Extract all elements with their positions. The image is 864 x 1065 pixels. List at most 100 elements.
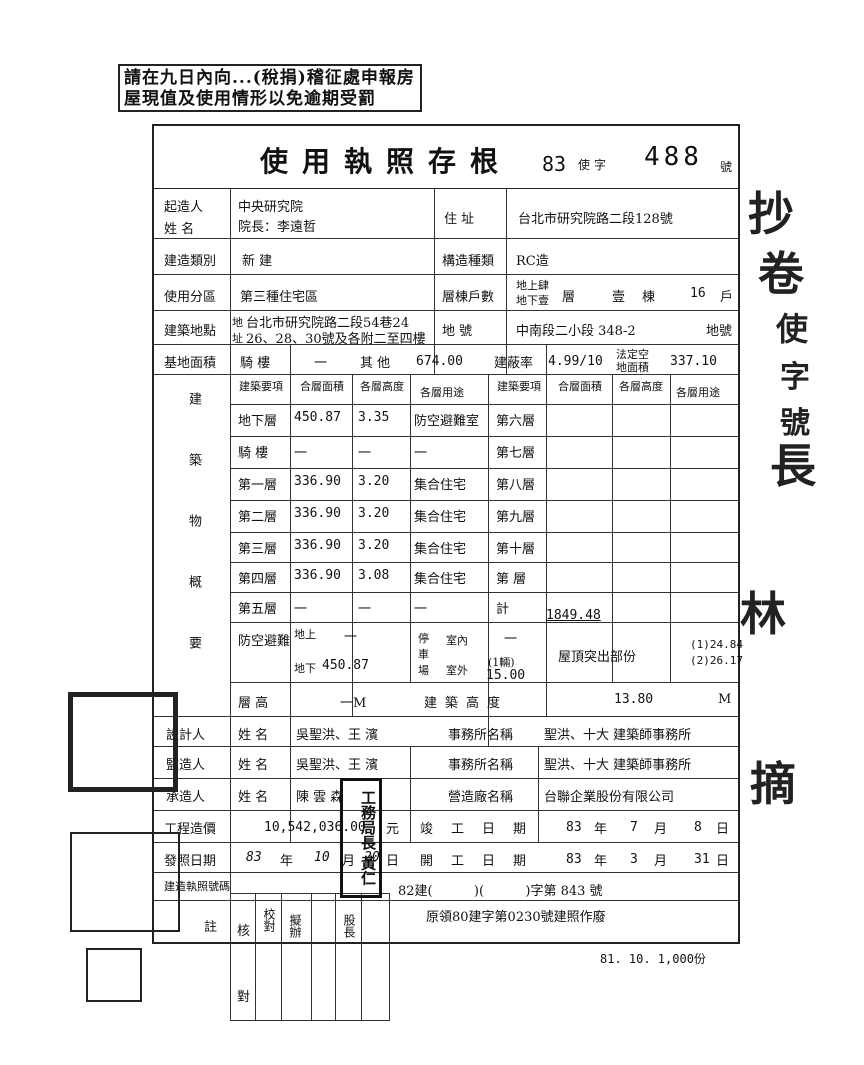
parking-label: 停車場 bbox=[418, 632, 429, 677]
supervisor-name-label: 姓 名 bbox=[238, 758, 269, 773]
contractor-name-label: 姓 名 bbox=[238, 790, 269, 805]
contractor-firm-label: 營造廠名稱 bbox=[448, 790, 514, 805]
tax-notice-stamp: 請在九日內向...(稅捐)稽征處申報房 屋現值及使用情形以免逾期受罰 bbox=[118, 64, 422, 112]
notice-line-2: 屋現值及使用情形以免逾期受罰 bbox=[124, 89, 376, 109]
grid-line bbox=[154, 842, 738, 843]
handwriting-char: 卷 bbox=[758, 247, 804, 301]
legal-label-1: 法定空 bbox=[616, 348, 649, 361]
shelter-label: 防空避難 bbox=[238, 634, 291, 649]
col-area-header: 合層面積 bbox=[300, 380, 344, 393]
col-area-header-right: 合層面積 bbox=[558, 380, 602, 393]
supervisor-office-label: 事務所名稱 bbox=[448, 758, 514, 773]
sign-section-chief: 股長 bbox=[342, 914, 356, 938]
legal-area: 337.10 bbox=[670, 354, 717, 369]
start-month-unit: 月 bbox=[654, 854, 668, 869]
parking-out-label: 室外 bbox=[446, 664, 468, 677]
applicant-address: 台北市研究院路二段128號 bbox=[518, 212, 673, 227]
building-type: 新 建 bbox=[242, 254, 273, 269]
col-use-header-right: 各層用途 bbox=[676, 386, 720, 399]
margin-stamp bbox=[86, 948, 142, 1002]
floor-area: 336.90 bbox=[294, 474, 341, 489]
floor-use: 一 bbox=[414, 446, 428, 461]
floor-name: 第一層 bbox=[238, 478, 278, 493]
floor-use: 集合住宅 bbox=[414, 542, 467, 557]
floors-above: 地上肆 bbox=[516, 279, 549, 292]
roof-1: (1)24.84 bbox=[690, 638, 743, 651]
finish-label: 竣工日期 bbox=[420, 822, 545, 837]
start-year-unit: 年 bbox=[594, 854, 608, 869]
signature-block: 核 對 校對 擬辦 股長 bbox=[230, 893, 390, 1021]
shelter-below: 450.87 bbox=[322, 658, 369, 673]
issue-day-unit: 日 bbox=[386, 854, 400, 869]
units-count: 16 bbox=[690, 286, 706, 301]
floor-name-right: 第七層 bbox=[496, 446, 536, 461]
grid-line bbox=[670, 374, 671, 682]
grid-line bbox=[410, 746, 411, 842]
floor-name-right: 第六層 bbox=[496, 414, 536, 429]
grid-line bbox=[154, 716, 738, 717]
permit-word: 使字 bbox=[578, 158, 611, 172]
grid-line bbox=[154, 238, 738, 239]
handwriting-char: 抄 bbox=[748, 187, 794, 241]
floor-use: 集合住宅 bbox=[414, 478, 467, 493]
handwriting-char: 長 bbox=[770, 439, 816, 493]
site-line-2: 26、28、30號及各附二至四樓 bbox=[246, 332, 426, 347]
floor-area: 一 bbox=[294, 602, 308, 617]
zone-value: 第三種住宅區 bbox=[240, 290, 319, 305]
grid-line bbox=[230, 436, 738, 437]
floor-name-right: 第八層 bbox=[496, 478, 536, 493]
handwriting-char: 林 bbox=[740, 587, 786, 641]
supervisor-office: 聖洪、十大 建築師事務所 bbox=[544, 758, 692, 773]
grid-line bbox=[154, 274, 738, 275]
issue-year-unit: 年 bbox=[280, 854, 294, 869]
grid-line bbox=[538, 746, 539, 842]
notice-line-1: 請在九日內向...(稅捐)稽征處申報房 bbox=[124, 68, 415, 88]
permit-label: 建造執照號碼 bbox=[164, 880, 230, 893]
floor-area: 一 bbox=[294, 446, 308, 461]
lot-suffix: 地號 bbox=[706, 324, 733, 339]
floor-area-total: 1849.48 bbox=[546, 608, 601, 623]
issue-day: 20 bbox=[364, 850, 380, 865]
other-label: 其 他 bbox=[360, 356, 391, 371]
sign-verify: 對 bbox=[237, 990, 251, 1005]
coverage-value: 4.99/10 bbox=[548, 354, 603, 369]
designer-office: 聖洪、十大 建築師事務所 bbox=[544, 728, 692, 743]
floor-height: 3.08 bbox=[358, 568, 390, 583]
designer-name-label: 姓 名 bbox=[238, 728, 269, 743]
address-label: 住 址 bbox=[444, 212, 475, 227]
grid-line bbox=[154, 900, 738, 901]
grid-line bbox=[410, 374, 411, 682]
issue-label: 發照日期 bbox=[164, 854, 217, 869]
col-item-header: 建築要項 bbox=[239, 380, 283, 393]
shelter-above-label: 地上 bbox=[294, 628, 316, 641]
start-label: 開工日期 bbox=[420, 854, 545, 869]
site-label: 建築地點 bbox=[164, 324, 217, 339]
sign-proofread: 校對 bbox=[262, 908, 276, 932]
floor-use: 集合住宅 bbox=[414, 572, 467, 587]
floor-name-right: 第十層 bbox=[496, 542, 536, 557]
buildings-count: 壹 bbox=[612, 290, 626, 305]
finish-year-unit: 年 bbox=[594, 822, 608, 837]
floor-use: 防空避難室 bbox=[414, 414, 480, 429]
arcade-label: 騎 樓 bbox=[240, 356, 271, 371]
floors-unit: 層 bbox=[562, 290, 576, 305]
contractor-label: 承造人 bbox=[166, 790, 206, 805]
floor-name-right: 計 bbox=[496, 602, 510, 617]
floor-height: 一 bbox=[358, 446, 372, 461]
handwriting-char: 使 bbox=[776, 310, 809, 348]
handwriting-char: 摘 bbox=[750, 757, 796, 811]
floor-name-right: 第 層 bbox=[496, 572, 527, 587]
parking-in: 一 bbox=[504, 632, 518, 647]
building-height-unit: M bbox=[718, 692, 732, 707]
grid-line bbox=[230, 622, 738, 623]
floor-name-right: 第九層 bbox=[496, 510, 536, 525]
parking-out: 15.00 bbox=[486, 668, 526, 683]
floor-name: 第四層 bbox=[238, 572, 278, 587]
cost-unit: 元 bbox=[386, 822, 400, 837]
permit-sheet: 使用執照存根 83 使字 488 號 起造人 姓 名 中央研究院 院長：李遠哲 … bbox=[152, 124, 743, 944]
issue-month: 10 bbox=[314, 850, 330, 865]
floor-height: 3.20 bbox=[358, 538, 390, 553]
buildings-unit: 棟 bbox=[642, 290, 656, 305]
structure-value: RC造 bbox=[516, 254, 549, 269]
arcade-area: 一 bbox=[314, 356, 328, 371]
